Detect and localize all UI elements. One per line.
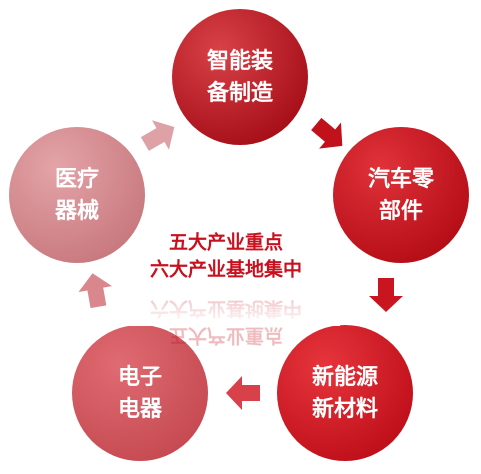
node-auto-parts: 汽车零 部件 (333, 127, 469, 263)
node-new-energy-materials: 新能源 新材料 (277, 325, 413, 461)
arrow-up-icon (78, 273, 113, 309)
node-label-line2: 部件 (379, 198, 423, 224)
center-caption: 五大产业重点 六大产业基地集中 (150, 231, 302, 281)
node-label-line1: 医疗 (55, 166, 99, 192)
node-electronics: 电子 电器 (72, 325, 208, 461)
node-label-line1: 智能装 (207, 48, 273, 74)
node-label-line1: 汽车零 (368, 166, 435, 192)
node-label-line2: 备制造 (206, 80, 273, 106)
node-label-line1: 新能源 (312, 364, 378, 390)
node-intelligent-equipment: 智能装 备制造 (172, 9, 308, 145)
node-label-line2: 电器 (118, 397, 163, 422)
node-label-line2: 器械 (54, 199, 99, 224)
center-line2: 六大产业基地集中 (150, 258, 302, 281)
node-label-line1: 电子 (118, 365, 162, 390)
arrow-left-icon (226, 376, 260, 410)
reflection-fade (120, 292, 340, 326)
node-medical-devices: 医疗 器械 (9, 127, 145, 263)
arrow-up-right-icon (140, 120, 175, 151)
arrow-right-down-icon (311, 117, 343, 149)
center-line1: 五大产业重点 (169, 231, 283, 254)
center-line1-reflection: 五大产业重点 (169, 325, 283, 348)
arrow-down-icon (369, 278, 403, 312)
node-label-line2: 新材料 (312, 396, 378, 422)
